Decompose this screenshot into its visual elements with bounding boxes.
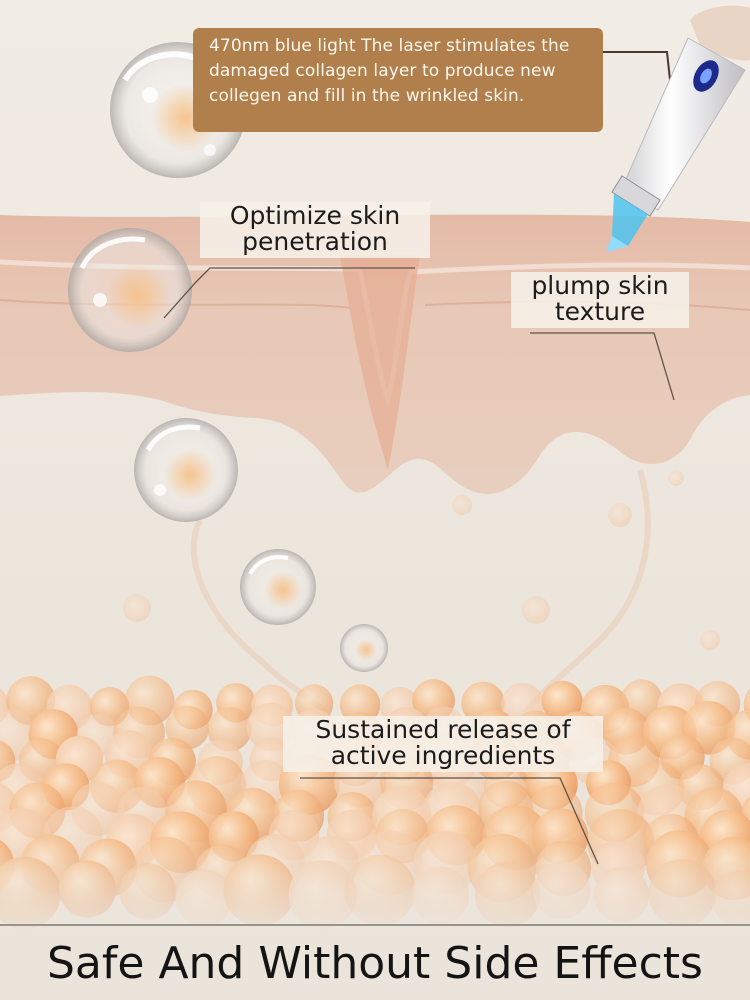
leader-line-optimize (163, 267, 415, 319)
leader-line-callout (603, 51, 671, 81)
blue-light-callout: 470nm blue light The laser stimulates th… (193, 28, 603, 132)
droplet-group (123, 470, 720, 650)
skin-fold (0, 299, 351, 309)
footer-title: Safe And Without Side Effects (47, 938, 703, 989)
ingredient-bead (541, 680, 583, 722)
label-plump-texture: plump skin texture (511, 272, 689, 328)
serum-bubble-icon (340, 624, 388, 672)
label-optimize-penetration: Optimize skin penetration (200, 202, 430, 258)
blue-light-pen-icon (606, 5, 750, 252)
root-line (517, 469, 651, 722)
serum-bubble-icon (240, 549, 316, 625)
label-sustained-release: Sustained release of active ingredients (283, 716, 603, 772)
leader-line-plump (530, 332, 675, 401)
leader-line-release (300, 777, 599, 865)
beads-fade (0, 840, 750, 930)
serum-bubble-icon (68, 228, 192, 352)
serum-bubble-icon (134, 418, 238, 522)
penetration-channel (340, 255, 420, 470)
footer-divider (0, 924, 750, 926)
